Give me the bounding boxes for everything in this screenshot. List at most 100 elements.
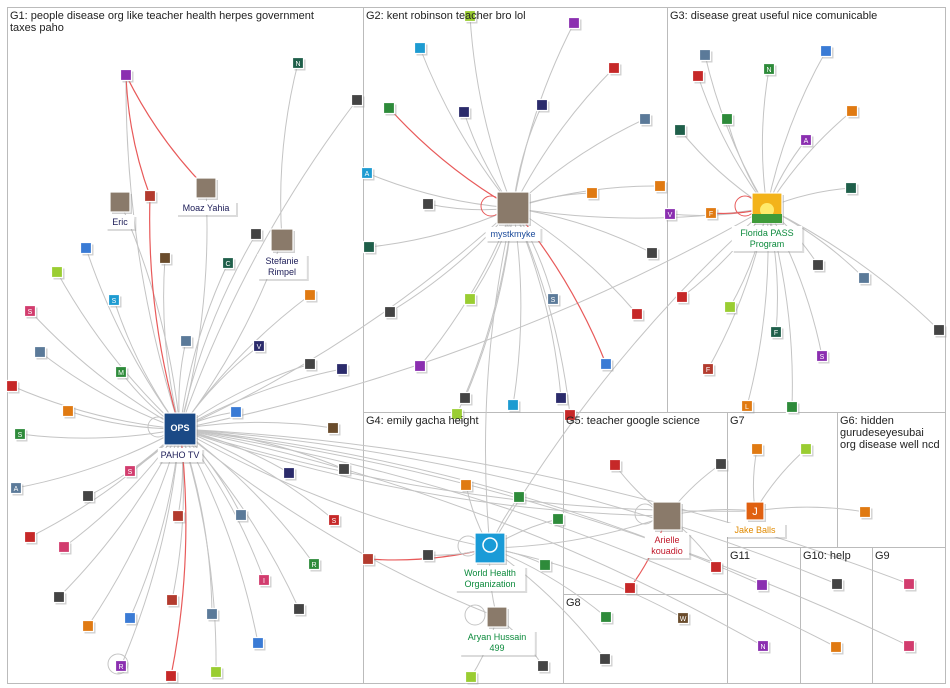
node-avatar-icon[interactable] [23, 304, 37, 318]
node-avatar-icon[interactable] [799, 133, 813, 147]
ops-logo-icon[interactable] [163, 412, 197, 446]
node-avatar-icon[interactable] [598, 652, 612, 666]
node-avatar-icon[interactable] [123, 464, 137, 478]
node-avatar-icon[interactable] [551, 512, 565, 526]
node-avatar-icon[interactable] [361, 552, 375, 566]
node-avatar-icon[interactable] [653, 179, 667, 193]
node-avatar-icon[interactable] [799, 442, 813, 456]
node-avatar-icon[interactable] [815, 349, 829, 363]
node-avatar-icon[interactable] [337, 462, 351, 476]
node-avatar-icon[interactable] [143, 189, 157, 203]
node-avatar-icon[interactable] [13, 427, 27, 441]
node-avatar-icon[interactable] [762, 62, 776, 76]
node-label-moaz[interactable]: Moaz Yahia [183, 203, 230, 213]
node-avatar-icon[interactable] [458, 391, 472, 405]
node-avatar-icon[interactable] [902, 577, 916, 591]
node-avatar-icon[interactable] [535, 98, 549, 112]
avatar-photo-icon[interactable] [486, 606, 508, 628]
avatar-photo-icon[interactable] [652, 501, 682, 531]
avatar-photo-icon[interactable] [195, 177, 217, 199]
node-label-aryan[interactable]: 499 [489, 643, 504, 653]
node-avatar-icon[interactable] [57, 540, 71, 554]
node-avatar-icon[interactable] [830, 577, 844, 591]
node-avatar-icon[interactable] [81, 619, 95, 633]
node-label-eric[interactable]: Eric [112, 217, 128, 227]
node-avatar-icon[interactable] [171, 509, 185, 523]
node-avatar-icon[interactable] [164, 669, 178, 683]
node-avatar-icon[interactable] [50, 265, 64, 279]
node-avatar-icon[interactable] [457, 105, 471, 119]
node-avatar-icon[interactable] [554, 391, 568, 405]
node-avatar-icon[interactable] [327, 513, 341, 527]
node-avatar-icon[interactable] [251, 636, 265, 650]
node-avatar-icon[interactable] [723, 300, 737, 314]
node-avatar-icon[interactable] [829, 640, 843, 654]
node-avatar-icon[interactable] [252, 339, 266, 353]
avatar-photo-icon[interactable] [109, 191, 131, 213]
node-avatar-icon[interactable] [360, 166, 374, 180]
node-avatar-icon[interactable] [563, 408, 577, 422]
node-avatar-icon[interactable] [421, 548, 435, 562]
node-avatar-icon[interactable] [663, 207, 677, 221]
node-avatar-icon[interactable] [114, 659, 128, 673]
node-avatar-icon[interactable] [23, 530, 37, 544]
node-avatar-icon[interactable] [179, 334, 193, 348]
node-avatar-icon[interactable] [249, 227, 263, 241]
node-avatar-icon[interactable] [81, 489, 95, 503]
node-avatar-icon[interactable] [362, 240, 376, 254]
node-avatar-icon[interactable] [413, 359, 427, 373]
node-avatar-icon[interactable] [464, 670, 478, 684]
node-avatar-icon[interactable] [785, 400, 799, 414]
node-avatar-icon[interactable] [326, 421, 340, 435]
letter-j-icon[interactable] [745, 501, 765, 521]
node-avatar-icon[interactable] [701, 362, 715, 376]
node-avatar-icon[interactable] [382, 101, 396, 115]
node-avatar-icon[interactable] [350, 93, 364, 107]
node-label-who[interactable]: World Health [464, 568, 516, 578]
node-avatar-icon[interactable] [459, 478, 473, 492]
node-avatar-icon[interactable] [463, 292, 477, 306]
node-label-arielle[interactable]: Arielle [654, 535, 679, 545]
node-avatar-icon[interactable] [119, 68, 133, 82]
node-avatar-icon[interactable] [234, 508, 248, 522]
node-label-florida[interactable]: Florida PASS [740, 228, 793, 238]
node-avatar-icon[interactable] [52, 590, 66, 604]
node-avatar-icon[interactable] [607, 61, 621, 75]
node-label-jake[interactable]: Jake Balls [734, 525, 776, 535]
node-avatar-icon[interactable] [303, 357, 317, 371]
node-avatar-icon[interactable] [413, 41, 427, 55]
node-avatar-icon[interactable] [599, 610, 613, 624]
node-avatar-icon[interactable] [114, 365, 128, 379]
node-avatar-icon[interactable] [845, 104, 859, 118]
node-avatar-icon[interactable] [638, 112, 652, 126]
node-avatar-icon[interactable] [599, 357, 613, 371]
node-avatar-icon[interactable] [257, 573, 271, 587]
node-avatar-icon[interactable] [383, 305, 397, 319]
node-avatar-icon[interactable] [221, 256, 235, 270]
node-avatar-icon[interactable] [675, 290, 689, 304]
node-avatar-icon[interactable] [858, 505, 872, 519]
node-avatar-icon[interactable] [9, 481, 23, 495]
node-avatar-icon[interactable] [292, 602, 306, 616]
node-avatar-icon[interactable] [645, 246, 659, 260]
node-avatar-icon[interactable] [819, 44, 833, 58]
node-avatar-icon[interactable] [844, 181, 858, 195]
node-avatar-icon[interactable] [608, 458, 622, 472]
node-avatar-icon[interactable] [673, 123, 687, 137]
node-avatar-icon[interactable] [769, 325, 783, 339]
node-avatar-icon[interactable] [450, 407, 464, 421]
node-label-mystk[interactable]: mystkmyke [491, 229, 536, 239]
node-avatar-icon[interactable] [158, 251, 172, 265]
node-avatar-icon[interactable] [303, 288, 317, 302]
node-avatar-icon[interactable] [61, 404, 75, 418]
node-label-stefanie[interactable]: Rimpel [268, 267, 296, 277]
node-label-arielle[interactable]: kouadio [651, 546, 683, 556]
node-label-stefanie[interactable]: Stefanie [265, 256, 298, 266]
node-avatar-icon[interactable] [857, 271, 871, 285]
node-avatar-icon[interactable] [307, 557, 321, 571]
node-avatar-icon[interactable] [5, 379, 19, 393]
node-avatar-icon[interactable] [107, 293, 121, 307]
node-avatar-icon[interactable] [567, 16, 581, 30]
node-avatar-icon[interactable] [709, 560, 723, 574]
node-avatar-icon[interactable] [123, 611, 137, 625]
